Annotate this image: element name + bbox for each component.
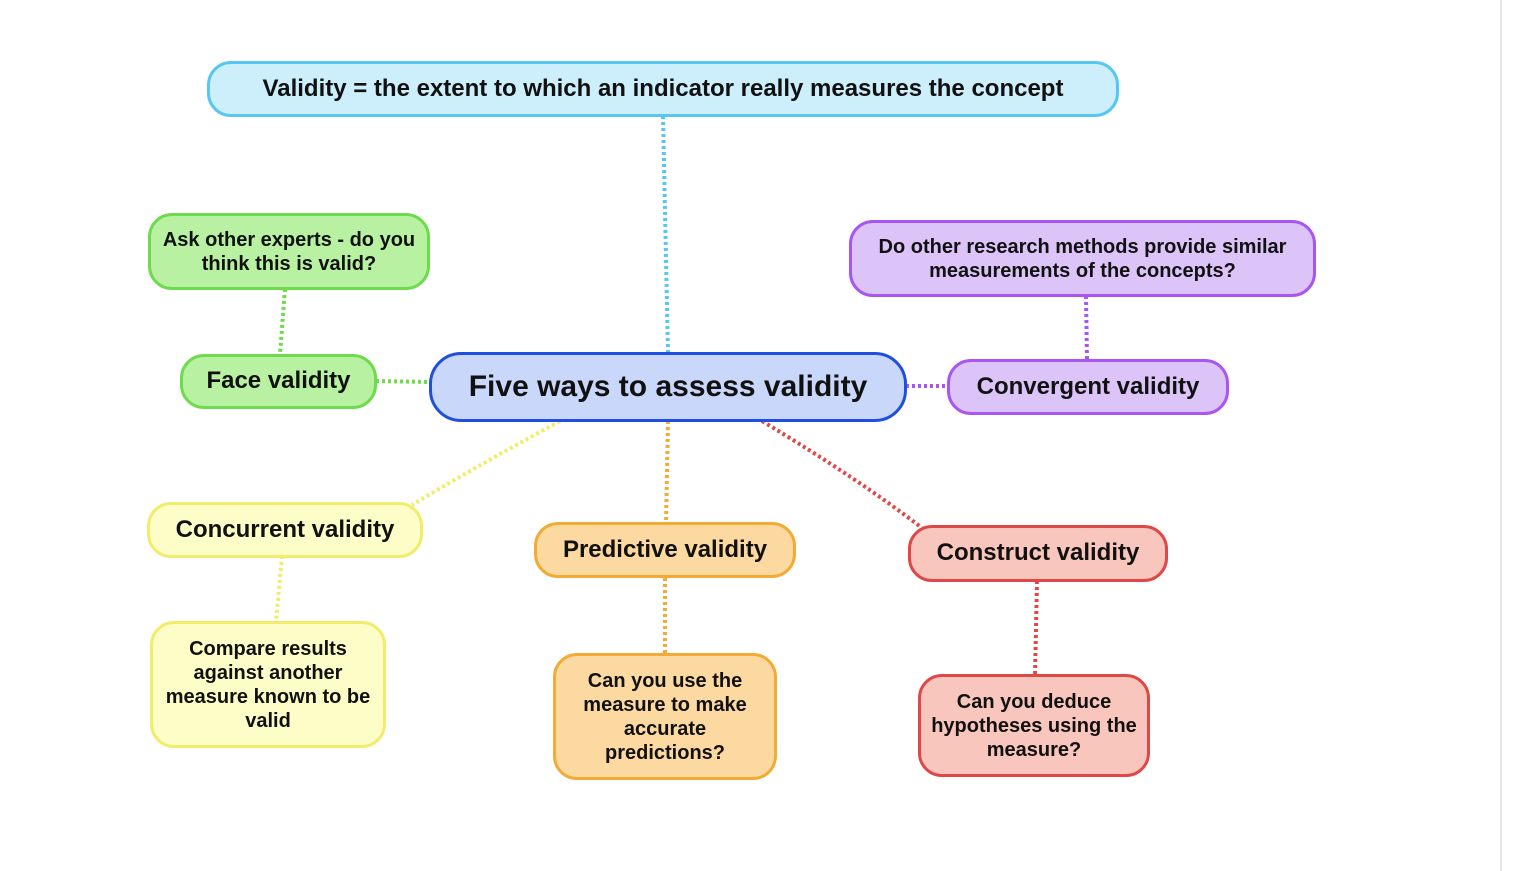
face-validity-detail-node: Ask other experts - do you think this is… [148,213,430,290]
face-validity-node: Face validity [180,354,377,409]
concurrent-validity-detail-node: Compare results against another measure … [150,621,386,748]
construct-validity-node: Construct validity [908,525,1168,582]
predictive-validity-detail-node: Can you use the measure to make accurate… [553,653,777,780]
link-concurrent-detail [274,555,284,623]
link-face-detail [278,288,287,355]
link-center-predictive [664,420,670,524]
definition-node: Validity = the extent to which an indica… [207,61,1119,117]
link-convergent-detail [1084,295,1089,361]
convergent-validity-detail-node: Do other research methods provide simila… [849,220,1316,297]
link-center-construct [760,419,924,530]
link-center-face [375,379,431,384]
predictive-validity-node: Predictive validity [534,522,796,578]
link-definition-center [661,115,670,353]
link-construct-detail [1033,580,1039,676]
concurrent-validity-node: Concurrent validity [147,502,423,558]
convergent-validity-node: Convergent validity [947,359,1229,415]
construct-validity-detail-node: Can you deduce hypotheses using the meas… [918,674,1150,777]
center-topic-node: Five ways to assess validity [429,352,907,422]
page-edge-divider [1500,0,1502,871]
link-center-concurrent [410,419,561,507]
